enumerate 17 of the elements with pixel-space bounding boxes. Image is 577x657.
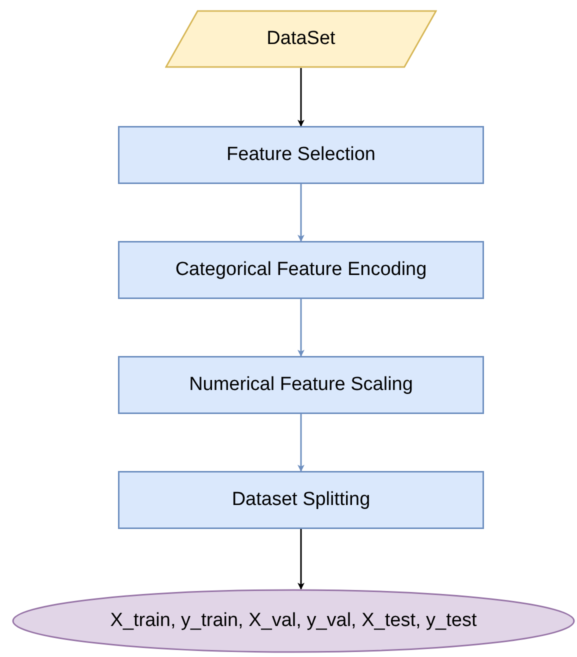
arrow (298, 68, 304, 127)
input-parallelogram (165, 10, 437, 68)
process-box (118, 126, 484, 184)
node-label: X_train, y_train, X_val, y_val, X_test, y_test (109, 609, 478, 633)
output-ellipse (12, 589, 575, 653)
node-label: Numerical Feature Scaling (188, 373, 414, 397)
arrow (298, 529, 304, 590)
node-label: Categorical Feature Encoding (174, 258, 428, 282)
node-label: DataSet (266, 27, 336, 51)
arrow (298, 299, 304, 357)
process-box (118, 471, 484, 529)
process-box (118, 356, 484, 414)
node-label: Dataset Splitting (230, 488, 372, 512)
arrow (298, 414, 304, 472)
arrow (298, 184, 304, 242)
process-box (118, 241, 484, 299)
node-label: Feature Selection (226, 143, 376, 167)
